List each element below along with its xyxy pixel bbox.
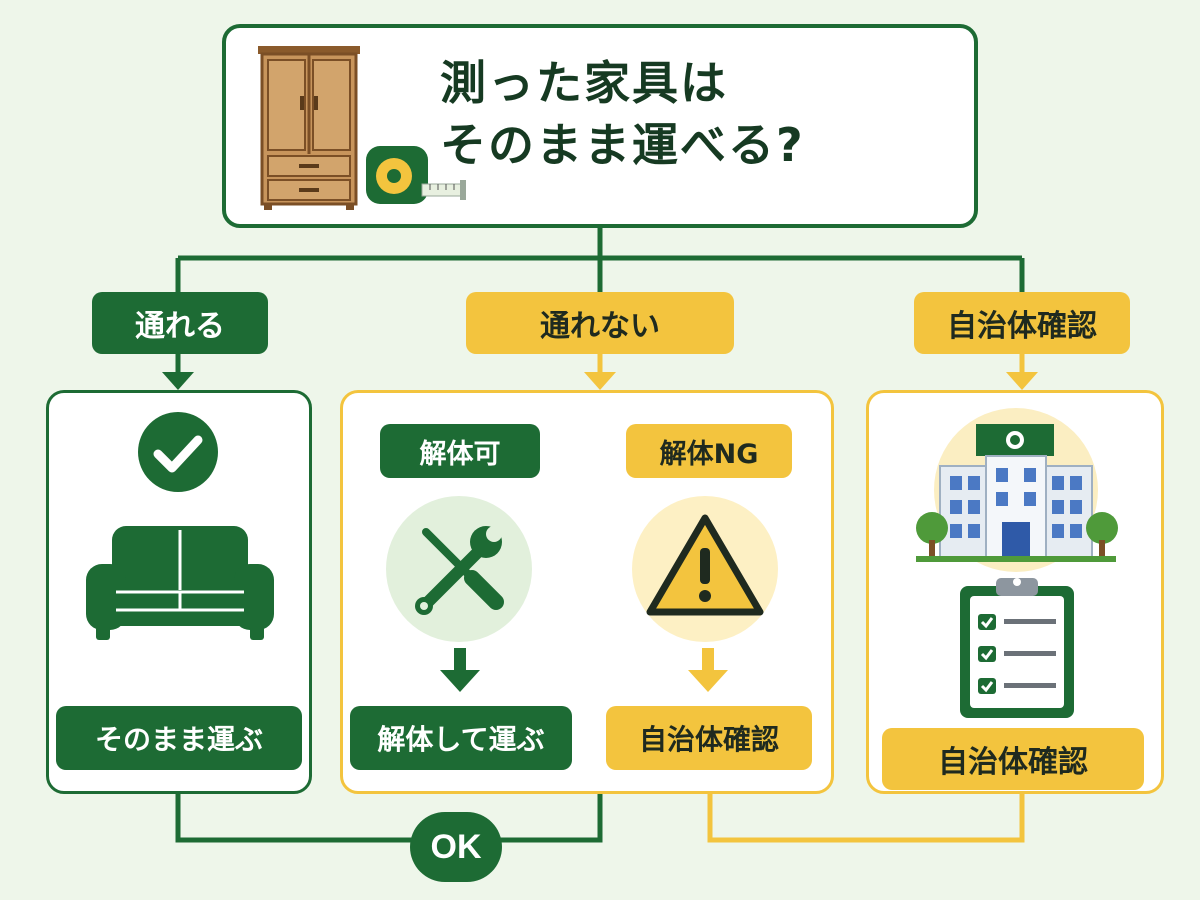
- checkmark-icon: [138, 412, 218, 492]
- wardrobe-icon: [258, 46, 360, 210]
- arrow-down-icon: [440, 648, 480, 692]
- warning-icon: [632, 496, 778, 642]
- arrow-down-icon: [1006, 372, 1038, 390]
- clipboard-checklist-icon: [960, 578, 1074, 718]
- page-title: 測った家具は そのまま運べる?: [440, 52, 940, 176]
- municipality-result: 自治体確認: [882, 728, 1144, 790]
- branch-label-no-pass: 通れない: [466, 292, 734, 354]
- tools-icon: [386, 496, 532, 642]
- title-line-1: 測った家具は: [440, 56, 728, 110]
- arrow-down-icon: [162, 372, 194, 390]
- sofa-icon: [86, 526, 274, 640]
- arrow-down-icon: [584, 372, 616, 390]
- disassemble-ok-result: 解体して運ぶ: [350, 706, 572, 770]
- city-hall-icon: [916, 408, 1118, 572]
- tape-measure-icon: [366, 146, 466, 204]
- arrow-down-icon: [688, 648, 728, 692]
- title-line-2: そのまま運べる?: [440, 118, 805, 172]
- ok-badge: OK: [410, 812, 502, 882]
- disassemble-ng-result: 自治体確認: [606, 706, 812, 770]
- pass-result: そのまま運ぶ: [56, 706, 302, 770]
- branch-label-pass: 通れる: [92, 292, 268, 354]
- branch-label-municipality: 自治体確認: [914, 292, 1130, 354]
- disassemble-ok-label: 解体可: [380, 424, 540, 478]
- disassemble-ng-label: 解体NG: [626, 424, 792, 478]
- ok-label: OK: [430, 827, 482, 866]
